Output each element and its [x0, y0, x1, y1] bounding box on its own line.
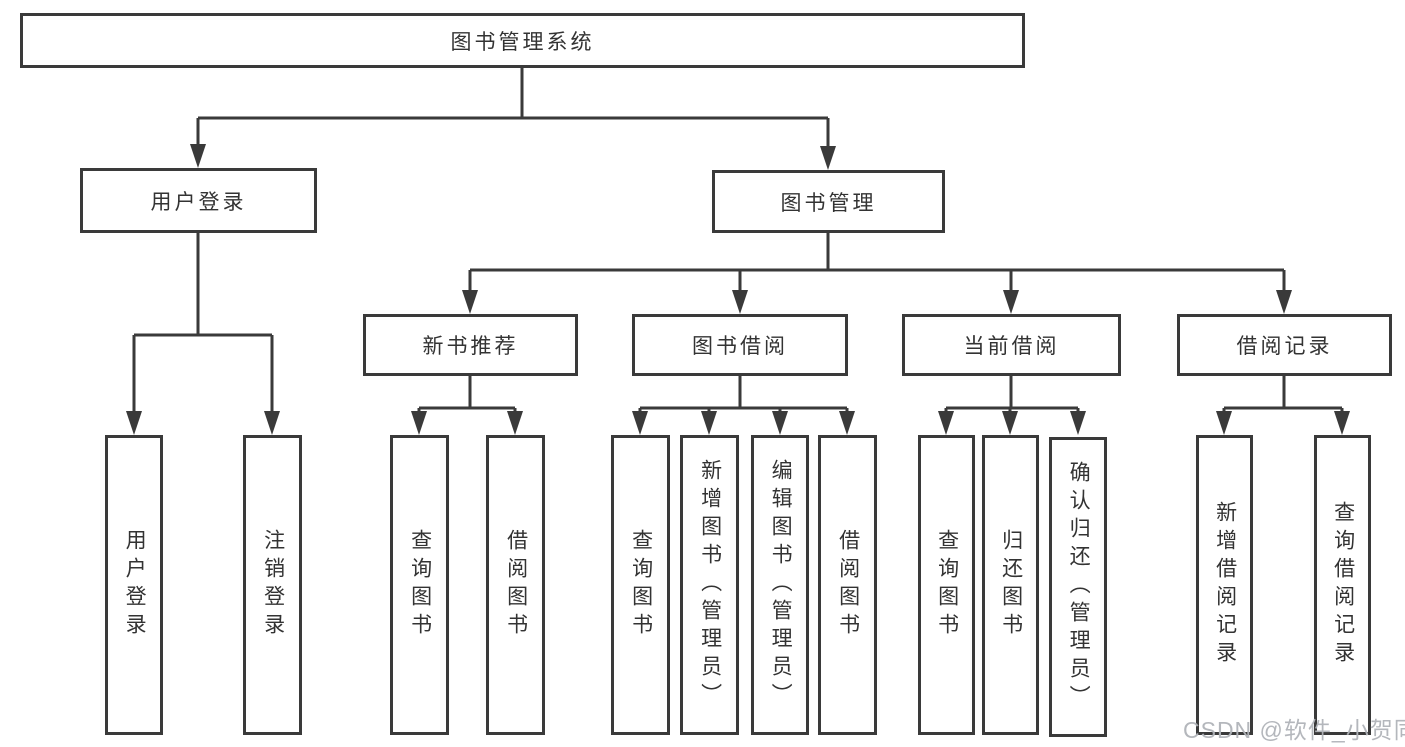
- csdn-watermark: CSDN @软件_小贺同学: [1183, 717, 1405, 743]
- node-add-books-admin: 新增图书（管理员）: [680, 435, 739, 735]
- node-add-borrow-record: 新增借阅记录: [1196, 435, 1253, 735]
- node-label: 查询图书: [629, 529, 653, 641]
- node-book-borrowing: 图书借阅: [632, 314, 848, 376]
- node-logout: 注销登录: [243, 435, 302, 735]
- node-new-book-recommendation: 新书推荐: [363, 314, 578, 376]
- node-label: 查询借阅记录: [1331, 501, 1355, 669]
- node-borrowing-records: 借阅记录: [1177, 314, 1392, 376]
- node-user-login: 用户登录: [80, 168, 317, 233]
- node-user-login-action: 用户登录: [105, 435, 163, 735]
- node-label: 用户登录: [123, 529, 147, 641]
- node-label: 新增借阅记录: [1213, 501, 1237, 669]
- node-label: 查询图书: [408, 529, 432, 641]
- node-label: 新增图书（管理员）: [698, 459, 722, 711]
- node-query-books-recommend: 查询图书: [390, 435, 449, 735]
- connector-root-to-level2: [190, 68, 836, 170]
- node-borrow-books-borrowing: 借阅图书: [818, 435, 877, 735]
- connector-user-login-children: [126, 233, 280, 435]
- connector-borrowing-records-children: [1216, 376, 1350, 435]
- node-confirm-return-admin: 确认归还（管理员）: [1049, 437, 1107, 737]
- connector-current-borrowing-children: [938, 376, 1086, 435]
- node-query-books-current: 查询图书: [918, 435, 975, 735]
- node-return-books: 归还图书: [982, 435, 1039, 735]
- node-label: 归还图书: [999, 529, 1023, 641]
- node-query-books-borrowing: 查询图书: [611, 435, 670, 735]
- node-label: 确认归还（管理员）: [1067, 461, 1091, 713]
- node-query-borrow-record: 查询借阅记录: [1314, 435, 1371, 735]
- node-book-management: 图书管理: [712, 170, 945, 233]
- node-library-management-system: 图书管理系统: [20, 13, 1025, 68]
- connector-book-management-children: [462, 233, 1292, 314]
- node-borrow-books-recommend: 借阅图书: [486, 435, 545, 735]
- node-label: 注销登录: [261, 529, 285, 641]
- node-label: 借阅图书: [836, 529, 860, 641]
- node-label: 查询图书: [935, 529, 959, 641]
- node-current-borrowing: 当前借阅: [902, 314, 1121, 376]
- connector-book-borrowing-children: [632, 376, 855, 435]
- node-label: 编辑图书（管理员）: [769, 459, 793, 711]
- connector-new-book-recommendation-children: [411, 376, 523, 435]
- node-edit-books-admin: 编辑图书（管理员）: [751, 435, 809, 735]
- node-label: 借阅图书: [504, 529, 528, 641]
